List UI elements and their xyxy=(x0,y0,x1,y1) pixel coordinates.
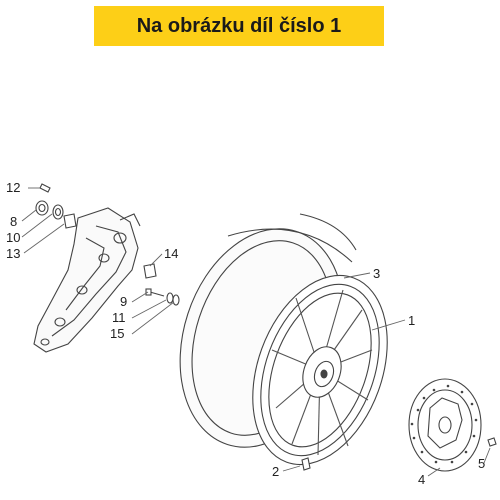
callout-8: 8 xyxy=(10,214,17,229)
callout-labels: 12 8 10 13 14 9 11 15 3 1 2 4 5 xyxy=(6,180,485,487)
callout-2: 2 xyxy=(272,464,279,479)
callout-12: 12 xyxy=(6,180,20,195)
callout-5: 5 xyxy=(478,456,485,471)
callout-4: 4 xyxy=(418,472,425,487)
callout-11: 11 xyxy=(112,310,126,325)
callout-3: 3 xyxy=(373,266,380,281)
callout-1: 1 xyxy=(408,313,415,328)
hardware-drawing xyxy=(35,183,497,471)
brake-disc-drawing xyxy=(408,378,482,472)
title-text: Na obrázku díl číslo 1 xyxy=(136,14,342,37)
callout-9: 9 xyxy=(120,294,127,309)
swing-arm-drawing xyxy=(33,207,141,353)
callout-14: 14 xyxy=(164,246,178,261)
callout-13: 13 xyxy=(6,246,20,261)
callout-10: 10 xyxy=(6,230,20,245)
title-banner: Na obrázku díl číslo 1 xyxy=(94,6,384,46)
wheel-rim-drawing xyxy=(252,274,388,466)
callout-15: 15 xyxy=(110,326,124,341)
leader-lines xyxy=(21,187,491,477)
